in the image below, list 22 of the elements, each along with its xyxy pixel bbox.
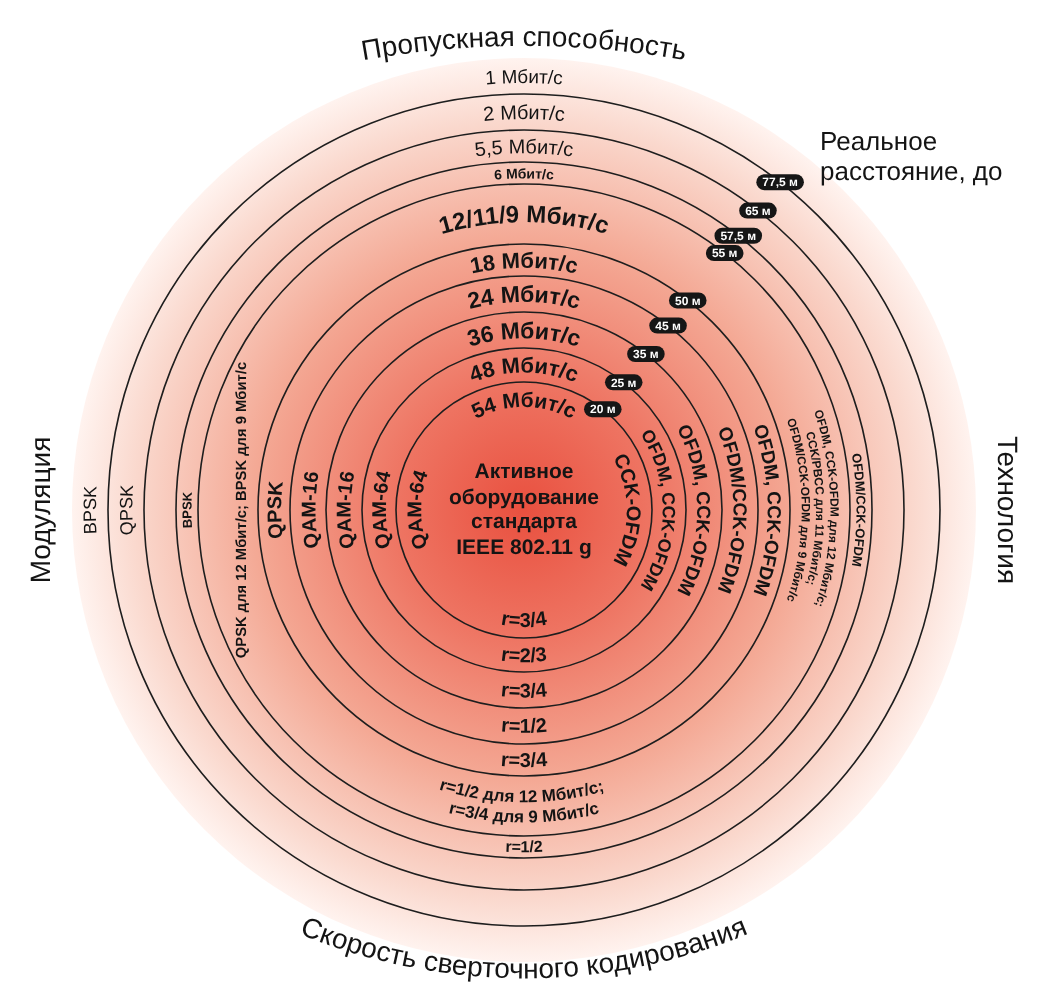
speed-label: 24 Мбит/с	[465, 283, 583, 315]
coding-rate-label: r=1/2 для 12 Мбит/с; r=3/4 для 9 Мбит/с	[437, 774, 606, 827]
axis-title: Реальное расстояние, до	[820, 128, 1005, 188]
axis-title: Пропускная способность	[358, 19, 690, 67]
coding-rate-label: r=1/2	[505, 837, 543, 857]
speed-label: 36 Мбит/с	[464, 320, 584, 353]
coding-rate-label: r=1/2	[500, 715, 548, 739]
speed-label: 5,5 Мбит/с	[473, 137, 575, 163]
speed-label: 1 Мбит/с	[484, 66, 564, 91]
speed-label: 12/11/9 Мбит/с	[435, 200, 613, 240]
speed-label: 48 Мбит/с	[466, 354, 582, 389]
range-ring	[257, 243, 791, 777]
speed-label: 54 Мбит/с	[468, 388, 580, 425]
coding-rate-label: r=3/4	[499, 749, 548, 773]
speed-label: 18 Мбит/с	[468, 249, 580, 280]
axis-title: Технология	[992, 435, 1024, 585]
center-label: Активное оборудование стандарта IEEE 802.11 g	[446, 460, 602, 560]
coding-rate-label: r=3/4	[500, 680, 548, 704]
axis-title: Модуляция	[24, 436, 56, 584]
coding-rate-label: r=2/3	[499, 644, 549, 669]
coding-rate-label: r=3/4	[499, 608, 549, 633]
speed-label: 2 Мбит/с	[482, 103, 566, 128]
